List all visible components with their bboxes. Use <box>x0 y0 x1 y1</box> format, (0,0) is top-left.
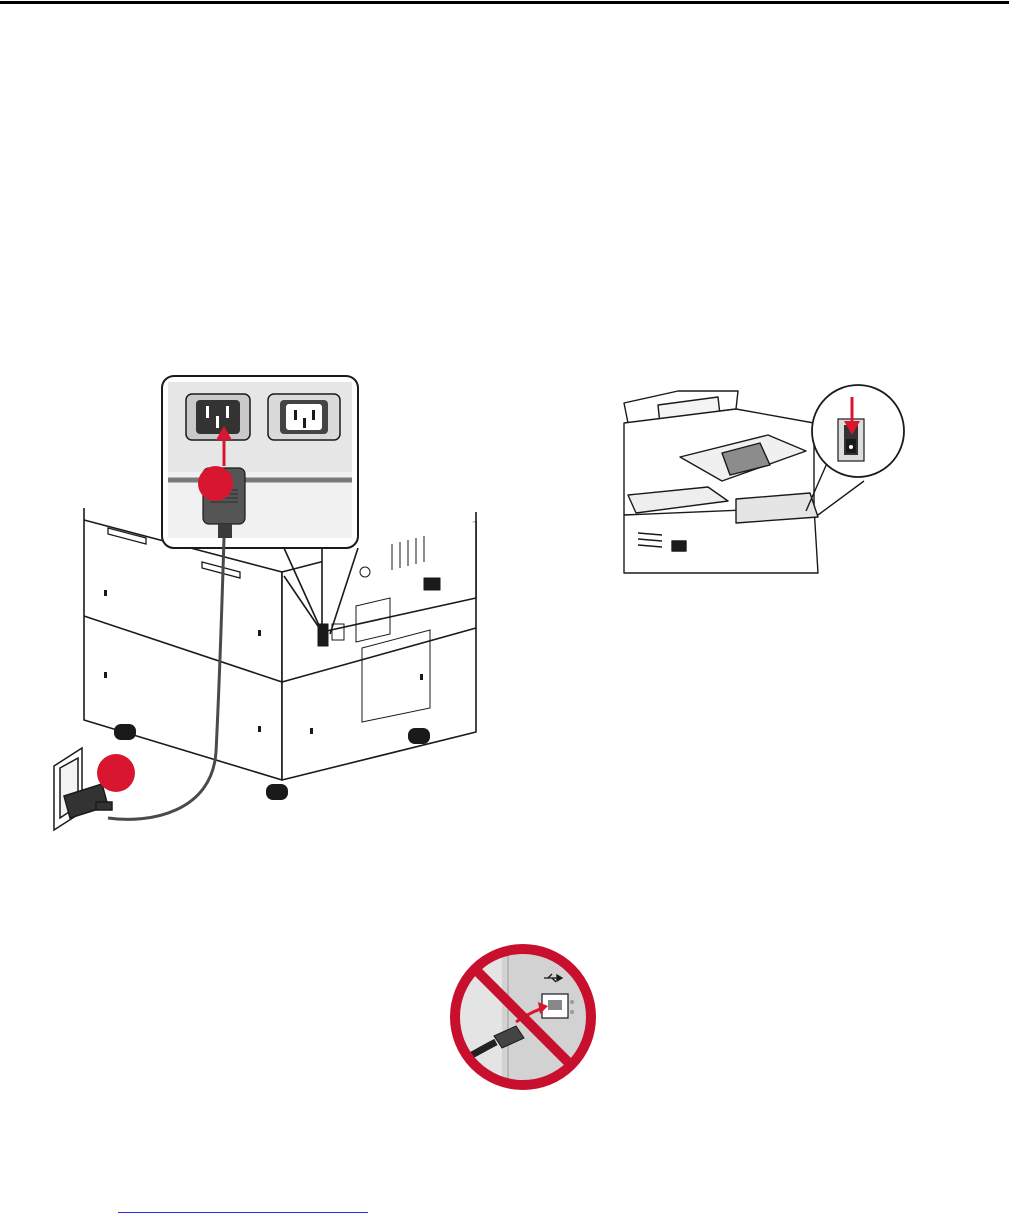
bottom-link-underline[interactable] <box>118 1212 368 1213</box>
switch-callout-circle <box>812 385 904 477</box>
step-two-badge <box>97 754 135 792</box>
printer-body <box>624 391 818 573</box>
top-rule <box>0 1 1009 4</box>
step-one-badge <box>198 466 233 501</box>
inlet-callout-box <box>162 376 358 548</box>
usb-prohibited-figure <box>444 938 602 1096</box>
power-switch-figure <box>618 383 918 578</box>
